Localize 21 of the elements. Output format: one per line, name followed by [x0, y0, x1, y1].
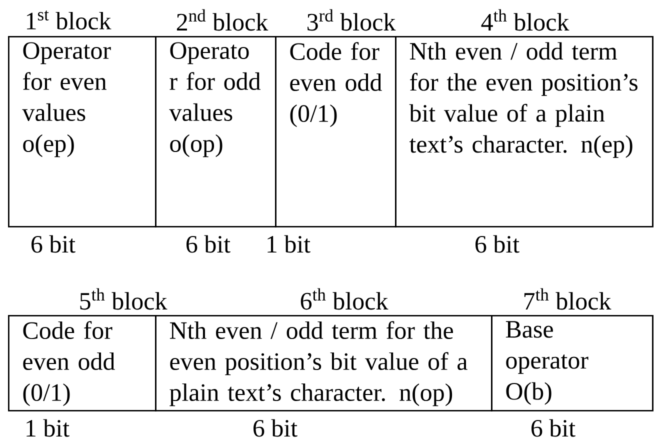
table-cell: Base operator O(b) [491, 315, 654, 412]
bit-size-label: 6 bit [532, 419, 576, 437]
table-cell: Operator for even values o(ep) [8, 36, 156, 228]
bit-size-label: 6 bit [254, 419, 298, 437]
block-heading: 6$^{th}$ block [300, 288, 388, 310]
block-heading: 1$^{st}$ block [26, 10, 112, 30]
bit-size-label: 1 bit [26, 419, 70, 437]
bit-size-label: 6 bit [32, 235, 76, 253]
bit-size-label: 1 bit [268, 235, 310, 253]
table-cell: Code for even odd (0/1) [8, 315, 156, 412]
table-cell: Operato r for odd values o(op) [155, 36, 276, 228]
block-heading: 3$^{rd}$ block [308, 9, 396, 31]
block-heading: 2$^{nd}$ block [176, 9, 268, 31]
block-heading: 7$^{th}$ block [524, 288, 612, 310]
bit-size-label: 6 bit [476, 235, 520, 253]
block-heading: 4$^{th}$ block [481, 9, 570, 31]
table-cell: Nth even / odd term for the even position’s bit value of a plain text’s character. n(op) [155, 315, 492, 412]
bit-size-label: 6 bit [186, 235, 230, 253]
table-cell: Code for even odd (0/1) [275, 36, 396, 228]
table-cell: Nth even / odd term for the even position’s bit value of a plain text’s character. n(ep) [395, 36, 654, 228]
block-heading: 5$^{th}$ block [80, 288, 168, 310]
